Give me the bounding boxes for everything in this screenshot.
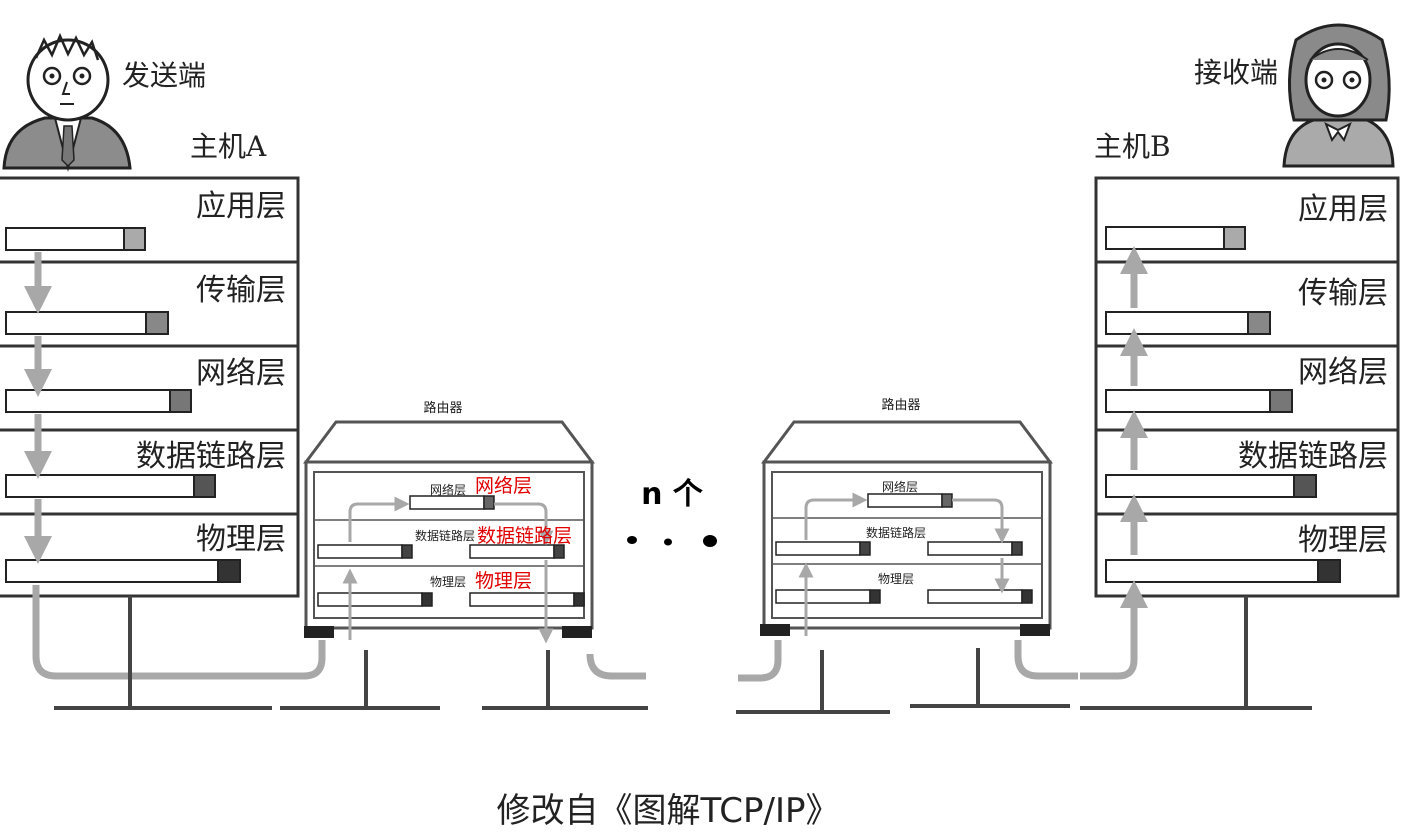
host-b-layer-label: 物理层 [1298,523,1388,558]
host-a-label: 主机A [190,130,267,163]
router-right-small-label: 物理层 [878,572,914,586]
router-left-small-label: 网络层 [430,482,466,497]
host-a-layer-label: 应用层 [196,189,286,224]
host-b-up-arrows [1080,246,1148,680]
host-b-layer-labels: 应用层 传输层 网络层 数据链路层 物理层 [1238,192,1388,558]
host-b-layer-label: 网络层 [1298,355,1388,390]
signal-flow [32,585,1078,682]
sender-role-label: 发送端 [122,59,206,92]
ellipsis-dots [627,535,717,547]
router-left-red-label: 物理层 [475,570,532,592]
router-right-title: 路由器 [881,397,920,413]
router-left-small-label: 物理层 [430,575,466,589]
router-left-red-label: 网络层 [475,475,532,497]
host-b-packets [1105,226,1341,583]
receiver-person-icon [1282,23,1395,168]
router-right-small-label: 数据链路层 [866,525,926,540]
router-count-label: n 个 [641,477,704,512]
host-b-layer-label: 传输层 [1298,276,1388,311]
host-b-label: 主机B [1094,130,1171,163]
host-a-layer-label: 数据链路层 [136,439,286,474]
host-a-layer-label: 传输层 [196,273,286,308]
figure-caption: 修改自《图解TCP/IP》 [496,791,839,831]
host-b-layer-label: 应用层 [1298,192,1388,227]
receiver-role-label: 接收端 [1194,56,1278,89]
router-right [760,420,1053,636]
host-b-layer-label: 数据链路层 [1238,439,1388,474]
router-left-small-label: 数据链路层 [415,528,475,543]
sender-person-icon [2,32,132,172]
network-cables [54,596,1312,714]
router-left [303,420,595,644]
host-a-layer-labels: 应用层 传输层 网络层 数据链路层 物理层 [136,189,286,557]
router-left-red-label: 数据链路层 [477,525,572,547]
host-a-layer-label: 物理层 [196,522,286,557]
router-right-small-label: 网络层 [882,479,918,494]
host-a-layer-label: 网络层 [196,356,286,391]
router-left-title: 路由器 [423,400,462,416]
